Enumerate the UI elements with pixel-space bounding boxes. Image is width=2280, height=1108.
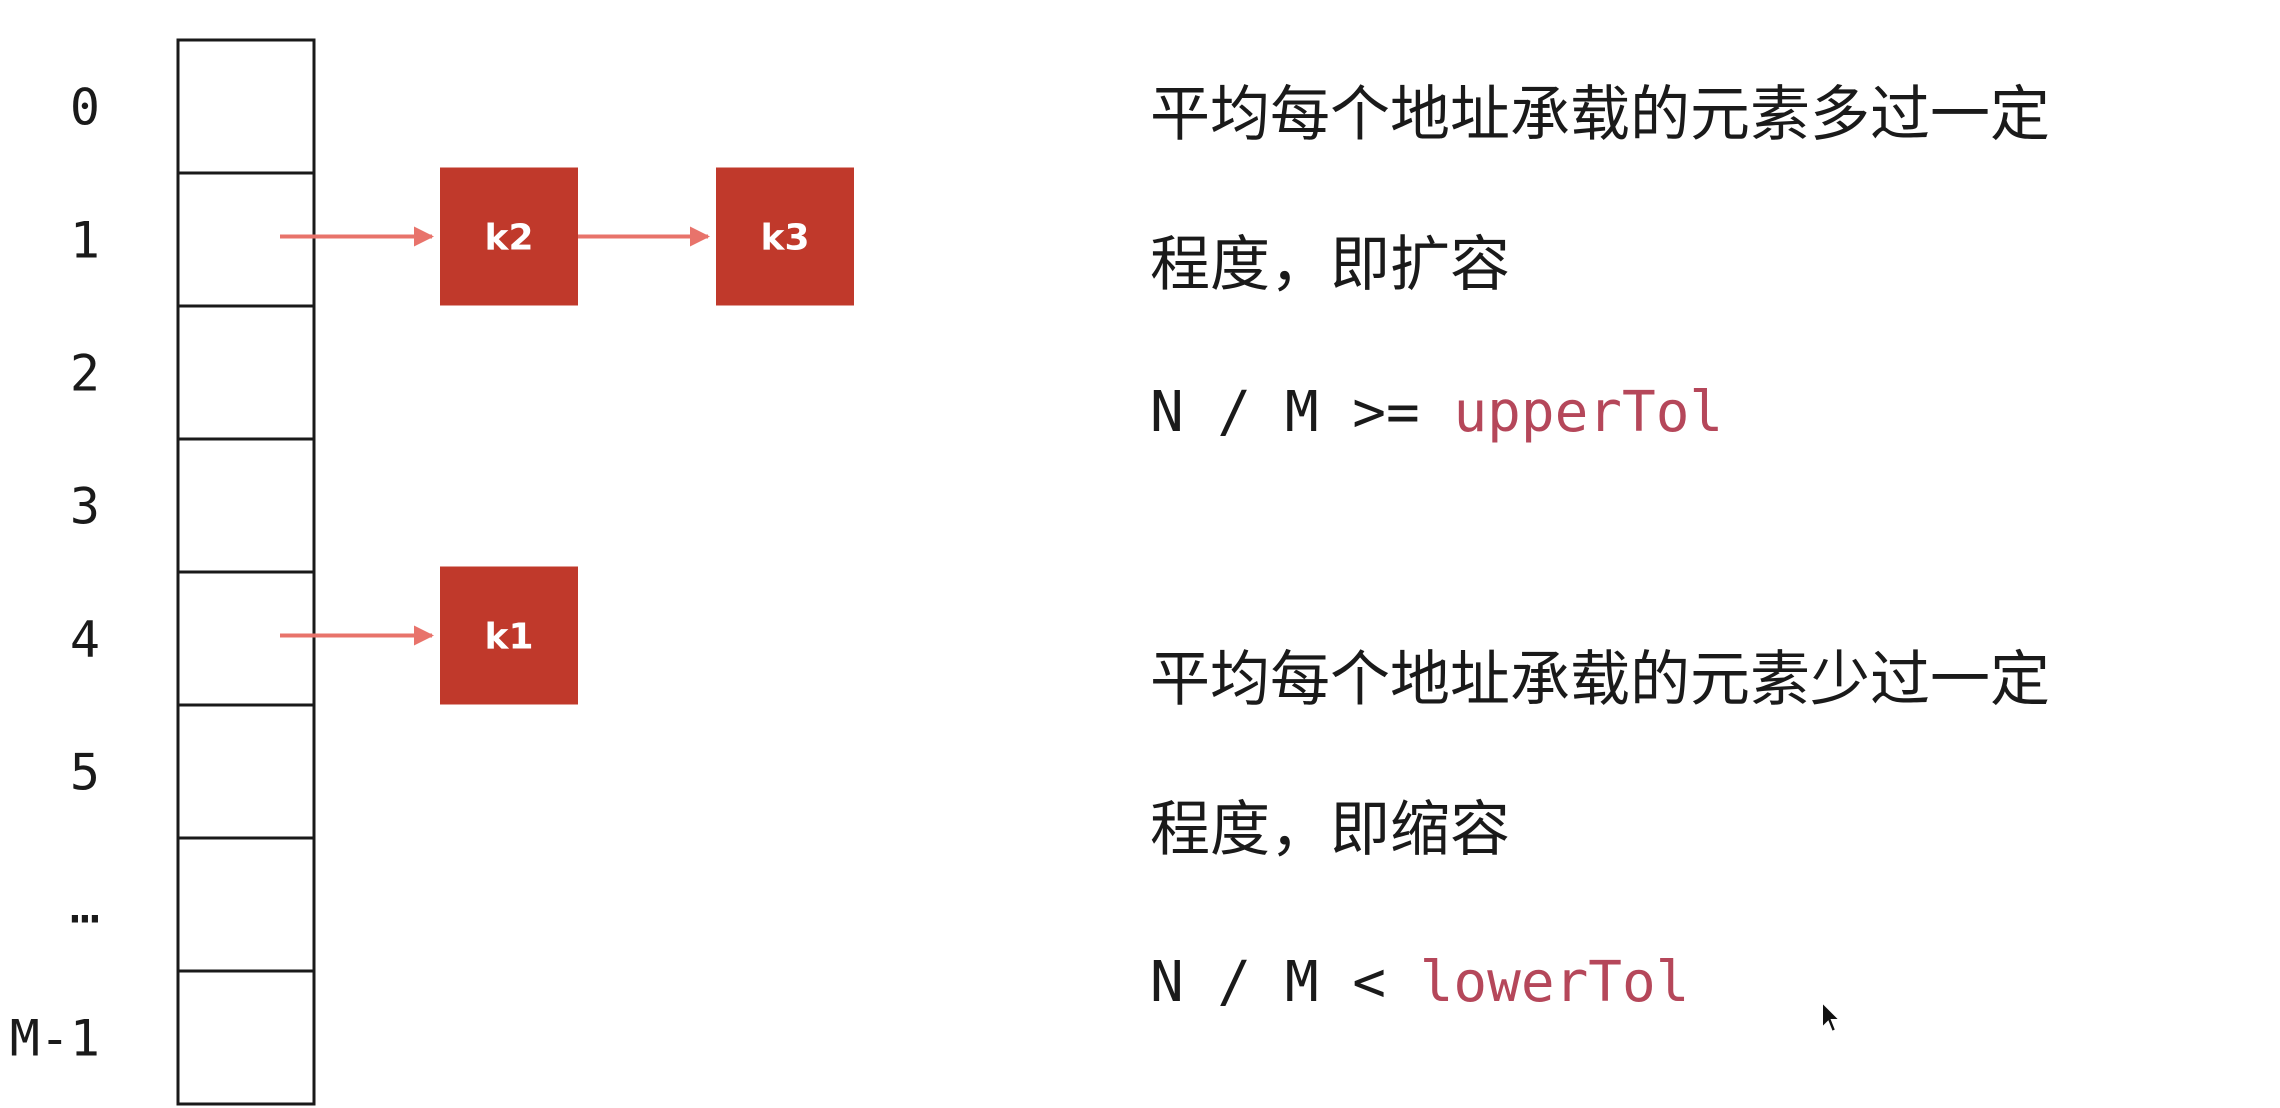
slot-index-label: 0	[70, 79, 100, 137]
slot-cell-4	[176, 570, 316, 707]
lower-tol-variable: lowerTol	[1419, 950, 1690, 1015]
slot-index-label: 3	[70, 478, 100, 536]
slot-index-label: 1	[70, 212, 100, 270]
node-k1	[440, 566, 578, 705]
expand-condition-line1: 平均每个地址承载的元素多过一定	[1150, 80, 2050, 150]
shrink-formula-prefix: N / M <	[1150, 950, 1420, 1015]
slot-cell-7	[176, 969, 316, 1106]
node-label-k2: k2	[485, 218, 534, 259]
expand-condition-line2: 程度，即扩容	[1150, 230, 1510, 300]
slot-index-label: M-1	[10, 1010, 100, 1068]
slot-index-label: …	[70, 877, 100, 935]
expand-formula-prefix: N / M >=	[1150, 380, 1454, 445]
slot-cell-6	[176, 836, 316, 973]
node-k2	[440, 167, 578, 306]
slot-index-label: 5	[70, 744, 100, 802]
hash-table-diagram: 0 1 2 3 4 5 … M-1 k2 k3 k1	[10, 38, 854, 1106]
slot-cell-0	[176, 38, 316, 175]
shrink-formula: N / M < lowerTol	[1150, 955, 1689, 1011]
slot-cell-2	[176, 304, 316, 441]
slot-cell-1	[176, 171, 316, 308]
slot-index-label: 4	[70, 611, 100, 669]
node-label-k1: k1	[485, 617, 534, 658]
node-k3	[716, 167, 854, 306]
slot-cell-3	[176, 437, 316, 574]
mouse-cursor-icon	[1821, 1000, 1842, 1034]
slot-array: 0 1 2 3 4 5 … M-1	[10, 38, 316, 1106]
upper-tol-variable: upperTol	[1453, 380, 1724, 445]
slot-cell-5	[176, 703, 316, 840]
expand-formula: N / M >= upperTol	[1150, 385, 1723, 441]
chain-group: k2 k3 k1	[280, 167, 854, 705]
node-label-k3: k3	[761, 218, 810, 259]
shrink-condition-line2: 程度，即缩容	[1150, 795, 1510, 865]
slot-index-label: 2	[70, 345, 100, 403]
shrink-condition-line1: 平均每个地址承载的元素少过一定	[1150, 645, 2050, 715]
